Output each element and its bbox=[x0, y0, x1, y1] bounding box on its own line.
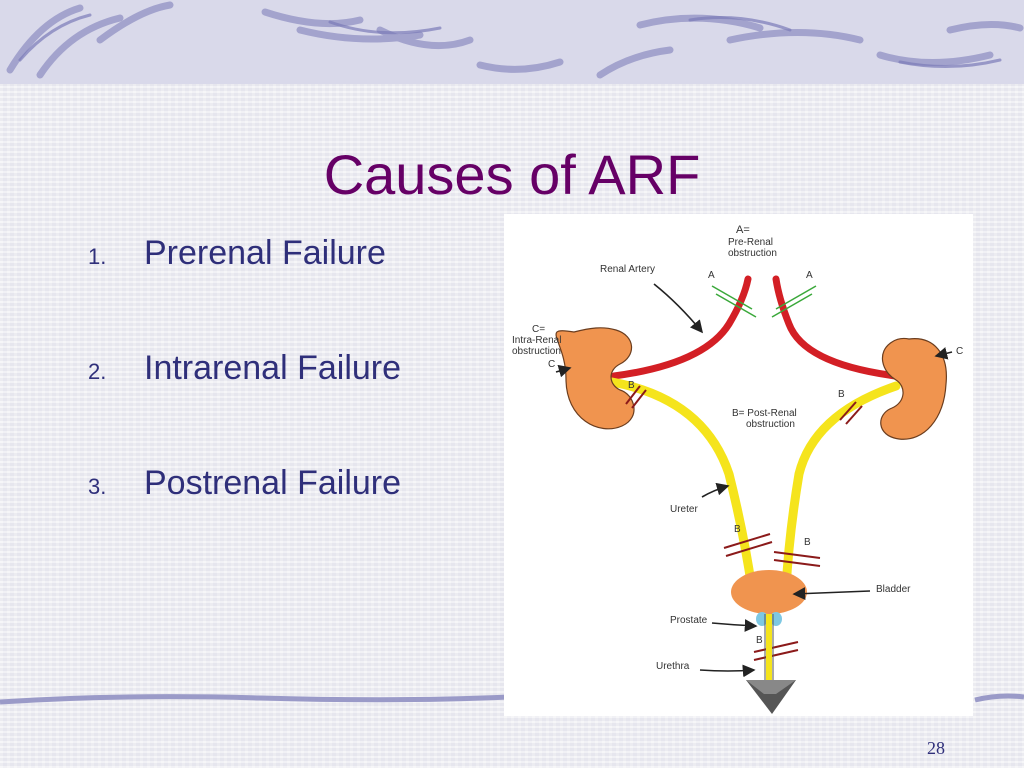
right-renal-artery bbox=[772, 275, 900, 380]
decorative-wave-line bbox=[0, 688, 1024, 710]
label-intra-renal-obstruction: obstruction bbox=[512, 346, 561, 357]
bullet-item: 2. Intrarenal Failure bbox=[88, 347, 401, 462]
page-number: 28 bbox=[927, 738, 945, 758]
right-kidney bbox=[880, 337, 947, 440]
renal-obstruction-diagram: A= Pre-Renal obstruction Renal Artery A … bbox=[504, 214, 973, 716]
label-prostate: Prostate bbox=[670, 615, 708, 626]
bullet-number: 1. bbox=[88, 244, 107, 269]
diagram-drawing bbox=[555, 275, 953, 714]
left-ureter bbox=[607, 377, 757, 594]
decorative-swirls bbox=[6, 1, 1024, 79]
label-b-eq-post-renal: B= Post-Renal bbox=[732, 408, 797, 419]
label-post-renal-obstruction: obstruction bbox=[746, 419, 795, 430]
label-bladder: Bladder bbox=[876, 584, 911, 595]
bullet-text: Postrenal Failure bbox=[144, 464, 402, 502]
label-b-left-lower: B bbox=[734, 524, 741, 535]
label-intra-renal: Intra-Renal bbox=[512, 335, 562, 346]
pre-renal-marks bbox=[711, 285, 817, 318]
bullet-item: 3. Postrenal Failure bbox=[88, 462, 401, 577]
label-a-right: A bbox=[806, 270, 813, 281]
label-c-eq: C= bbox=[532, 324, 546, 335]
decorative-header-band bbox=[0, 0, 1024, 84]
right-ureter bbox=[781, 381, 901, 594]
label-b-right-upper: B bbox=[838, 389, 845, 400]
label-b-right-lower: B bbox=[804, 537, 811, 548]
label-pre-renal: Pre-Renal bbox=[728, 237, 774, 248]
label-a-left: A bbox=[708, 270, 715, 281]
label-a-eq: A= bbox=[736, 224, 750, 236]
label-ureter: Ureter bbox=[670, 504, 698, 515]
bullet-number: 2. bbox=[88, 359, 107, 384]
label-b-urethra: B bbox=[756, 635, 763, 646]
label-urethra: Urethra bbox=[656, 661, 690, 672]
bullet-item: 1. Prerenal Failure bbox=[88, 232, 401, 347]
bladder-shape bbox=[731, 570, 807, 614]
bullet-text: Intrarenal Failure bbox=[144, 349, 402, 387]
label-c-left: C bbox=[548, 359, 556, 370]
label-pre-renal-obstruction: obstruction bbox=[728, 248, 777, 259]
post-renal-marks bbox=[625, 385, 863, 661]
label-c-right: C bbox=[956, 346, 964, 357]
bullet-number: 3. bbox=[88, 474, 107, 499]
slide-title: Causes of ARF bbox=[323, 143, 701, 206]
label-b-left-upper: B bbox=[628, 380, 635, 391]
bullet-text: Prerenal Failure bbox=[144, 234, 386, 272]
left-renal-artery bbox=[610, 275, 752, 380]
bullet-list: 1. Prerenal Failure 2. Intrarenal Failur… bbox=[88, 232, 401, 577]
label-renal-artery: Renal Artery bbox=[600, 264, 656, 275]
